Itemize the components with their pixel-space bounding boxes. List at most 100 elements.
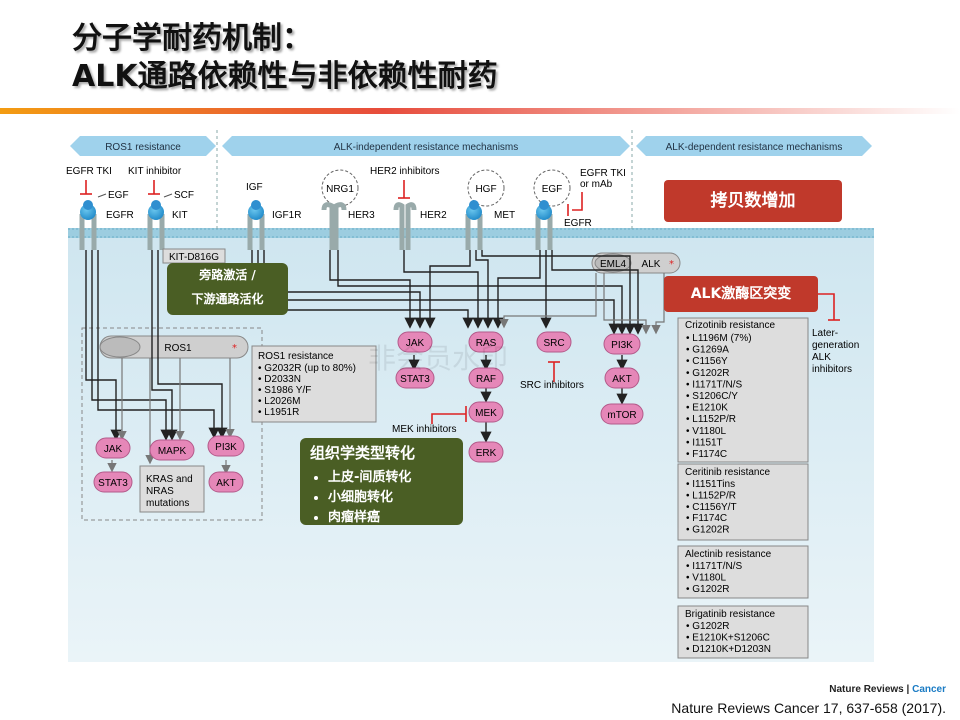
node-ras: RAS <box>468 331 504 353</box>
later-gen-line-1: Later- <box>812 328 838 339</box>
ros1-fusion-label: ROS1 <box>164 343 192 354</box>
callout-histology-title: 组织学类型转化 <box>310 444 416 462</box>
journal-name: Nature Reviews <box>829 684 904 695</box>
receptor-her2-label: HER2 <box>420 210 447 221</box>
later-gen-line-2: generation <box>812 340 859 351</box>
alectinib-box: Alectinib resistance • I1171T/N/S• V1180… <box>677 545 809 599</box>
ceritinib-item: • G1202R <box>686 525 730 536</box>
ceritinib-title: Ceritinib resistance <box>685 467 770 478</box>
node-mtor: mTOR <box>600 403 644 425</box>
banner-ros1-text: ROS1 resistance <box>105 142 181 153</box>
node-src-label: SRC <box>543 338 564 349</box>
title-line-2: ALK通路依赖性与非依赖性耐药 <box>72 59 498 94</box>
node-raf: RAF <box>468 367 504 389</box>
accent-bar <box>0 108 960 114</box>
ros1_res-item: • D2033N <box>258 374 301 385</box>
crizotinib-item: • L1152P/R <box>686 414 736 425</box>
receptor-egfr-2-label: EGFR <box>564 218 592 229</box>
later-gen-line-4: inhibitors <box>812 364 852 375</box>
membrane <box>68 228 874 238</box>
brigatinib-box: Brigatinib resistance • G1202R• E1210K+S… <box>677 605 809 659</box>
crizotinib-item: • G1269A <box>686 345 729 356</box>
kras-line-1: KRAS and <box>146 474 193 485</box>
left-nodes: JAK STAT3 MAPK PI3K AKT KRAS and NRAS mu… <box>93 435 245 513</box>
ceritinib-item: • F1174C <box>686 513 727 524</box>
receptor-igf1r-label: IGF1R <box>272 210 301 221</box>
left-node-mapk: MAPK <box>149 439 195 461</box>
node-akt-label: AKT <box>612 374 631 385</box>
receptor-met: MET <box>465 200 515 250</box>
later-gen-label: Later- generation ALK inhibitors <box>812 328 859 375</box>
left-node-akt-label: AKT <box>216 478 235 489</box>
inhibitor-bars <box>80 180 583 216</box>
journal-sep: | <box>903 684 913 695</box>
later-gen-line-3: ALK <box>812 352 831 363</box>
callout-bypass-line-1: 旁路激活 / <box>199 268 256 282</box>
mid-nodes: JAK STAT3 RAS RAF MEK ERK SRC PI3K AKT m… <box>395 331 644 463</box>
crizotinib-item: • S1206C/Y <box>686 391 738 402</box>
ligand-egf-1: EGF <box>108 190 129 201</box>
ceritinib-item: • I1151Tins <box>686 479 735 490</box>
receptor-egfr-1: EGFR <box>79 200 134 250</box>
node-stat3: STAT3 <box>395 367 435 389</box>
histology-item: 小细胞转化 <box>328 488 453 508</box>
crizotinib-item: • C1156Y <box>686 356 728 367</box>
ros1_res-item: • G2032R (up to 80%) <box>258 363 356 374</box>
callout-bypass: 旁路激活 / 下游通路活化 <box>167 263 288 315</box>
node-erk: ERK <box>468 441 504 463</box>
brigatinib-item: • E1210K+S1206C <box>686 632 770 643</box>
callout-histology-list: 上皮-间质转化 小细胞转化 肉瘤样癌 <box>310 468 453 528</box>
left-node-akt: AKT <box>208 471 244 493</box>
slide-title: 分子学耐药机制： ALK通路依赖性与非依赖性耐药 <box>72 20 498 96</box>
crizotinib-item: • V1180L <box>686 426 726 437</box>
banner-independent: ALK-independent resistance mechanisms <box>222 136 630 156</box>
node-stat3-label: STAT3 <box>400 374 430 385</box>
brigatinib-items: • G1202R• E1210K+S1206C• D1210K+D1203N <box>686 621 771 655</box>
crizotinib-item: • I1171T/N/S <box>686 379 742 390</box>
fusion-eml4-label: EML4 <box>600 259 627 270</box>
ros1-res-title: ROS1 resistance <box>258 351 334 362</box>
fusion-alk-label: ALK <box>642 259 661 270</box>
node-pi3k: PI3K <box>603 333 641 355</box>
crizotinib-title: Crizotinib resistance <box>685 320 775 331</box>
journal-section: Cancer <box>912 684 946 695</box>
node-ras-label: RAS <box>476 338 497 349</box>
watermark: 非会员水印 <box>368 342 508 375</box>
left-node-jak: JAK <box>95 437 131 459</box>
title-line-1: 分子学耐药机制： <box>72 21 312 56</box>
ceritinib-box: Ceritinib resistance • I1151Tins• L1152P… <box>677 463 809 541</box>
banner-dependent: ALK-dependent resistance mechanisms <box>636 136 872 156</box>
callout-alk-mutation: ALK激酶区突变 <box>664 276 818 312</box>
brigatinib-item: • D1210K+D1203N <box>686 644 771 655</box>
src-inhibitors-label: SRC inhibitors <box>520 380 584 391</box>
ligand-nrg1: NRG1 <box>326 184 354 195</box>
ceritinib-item: • C1156Y/T <box>686 502 737 513</box>
alectinib-title: Alectinib resistance <box>685 549 772 560</box>
ros1-region <box>81 327 263 521</box>
left-node-pi3k: PI3K <box>207 435 245 457</box>
callout-histology: 组织学类型转化 上皮-间质转化 小细胞转化 肉瘤样癌 <box>300 438 463 525</box>
receptor-her3: HER3 <box>321 202 375 250</box>
alectinib-item: • I1171T/N/S <box>686 561 742 572</box>
or-mab-label: or mAb <box>580 179 613 190</box>
node-akt: AKT <box>604 367 640 389</box>
node-pi3k-label: PI3K <box>611 340 633 351</box>
grey-signal-lines <box>107 273 665 475</box>
left-node-pi3k-label: PI3K <box>215 442 237 453</box>
left-node-mapk-label: MAPK <box>158 446 187 457</box>
brigatinib-title: Brigatinib resistance <box>685 609 775 620</box>
crizotinib-item: • F1174C <box>686 449 727 460</box>
alectinib-item: • G1202R <box>686 584 730 595</box>
mek-inhibitors-label: MEK inhibitors <box>392 424 456 435</box>
ros1_res-item: • L1951R <box>258 407 299 418</box>
node-jak: JAK <box>397 331 433 353</box>
ros1_res-item: • S1986 Y/F <box>258 385 311 396</box>
node-erk-label: ERK <box>476 448 497 459</box>
node-mtor-label: mTOR <box>607 410 636 421</box>
brigatinib-item: • G1202R <box>686 621 730 632</box>
alectinib-item: • V1180L <box>686 572 726 583</box>
ligand-egf-2: EGF <box>542 184 563 195</box>
citation: Nature Reviews Cancer 17, 637-658 (2017)… <box>671 700 946 716</box>
ceritinib-items: • I1151Tins• L1152P/R• C1156Y/T• F1174C•… <box>686 479 737 536</box>
mek-src-inhibitor-bars <box>431 361 560 424</box>
